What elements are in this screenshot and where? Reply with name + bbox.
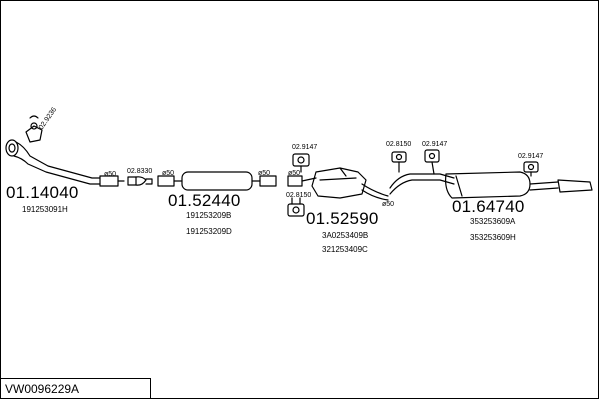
- front-pipe-shape: [5, 139, 125, 187]
- accessory-label-6: 02.9147: [422, 141, 447, 148]
- part-oe-ref-2a: 191253209B: [186, 211, 231, 220]
- diameter-label-1: ø50: [104, 171, 116, 178]
- accessory-label-5: 02.8150: [386, 141, 411, 148]
- part-oe-ref-3a: 3A0253409B: [322, 231, 368, 240]
- hanger-2-shape: [292, 153, 310, 173]
- hanger-4-shape: [424, 149, 440, 175]
- rear-middle-silencer-shape: [287, 167, 389, 201]
- middle-silencer-shape: [157, 171, 277, 191]
- part-number-2: 01.52440: [168, 191, 241, 210]
- diameter-label-4: ø50: [288, 170, 300, 177]
- rear-silencer-shape: [389, 171, 593, 199]
- hanger-3-shape: [391, 151, 407, 173]
- accessory-clamp-2-shape: [127, 176, 153, 186]
- diameter-label-3: ø50: [258, 170, 270, 177]
- part-number-1: 01.14040: [6, 183, 79, 202]
- part-oe-ref-3b: 321253409C: [322, 245, 368, 254]
- part-number-3: 01.52590: [306, 209, 379, 228]
- kit-code: VW0096229A: [5, 382, 80, 396]
- hanger-1-shape: [287, 197, 305, 217]
- part-oe-ref-4b: 353253609H: [470, 233, 516, 242]
- accessory-label-7: 02.9147: [518, 153, 543, 160]
- diameter-label-2: ø50: [162, 170, 174, 177]
- accessory-label-4: 02.8150: [286, 192, 311, 199]
- accessory-clamp-1-shape: [25, 115, 43, 143]
- part-oe-ref-2b: 191253209D: [186, 227, 232, 236]
- part-oe-ref-1a: 191253091H: [22, 205, 68, 214]
- accessory-label-3: 02.9147: [292, 144, 317, 151]
- part-oe-ref-4a: 353253609A: [470, 217, 516, 226]
- diameter-label-5: ø50: [382, 201, 394, 208]
- kit-code-box: VW0096229A: [0, 378, 151, 399]
- hanger-5-shape: [523, 161, 539, 177]
- accessory-label-1: 02.9236: [38, 106, 58, 131]
- part-number-4: 01.64740: [452, 197, 525, 216]
- accessory-label-2: 02.8330: [127, 168, 152, 175]
